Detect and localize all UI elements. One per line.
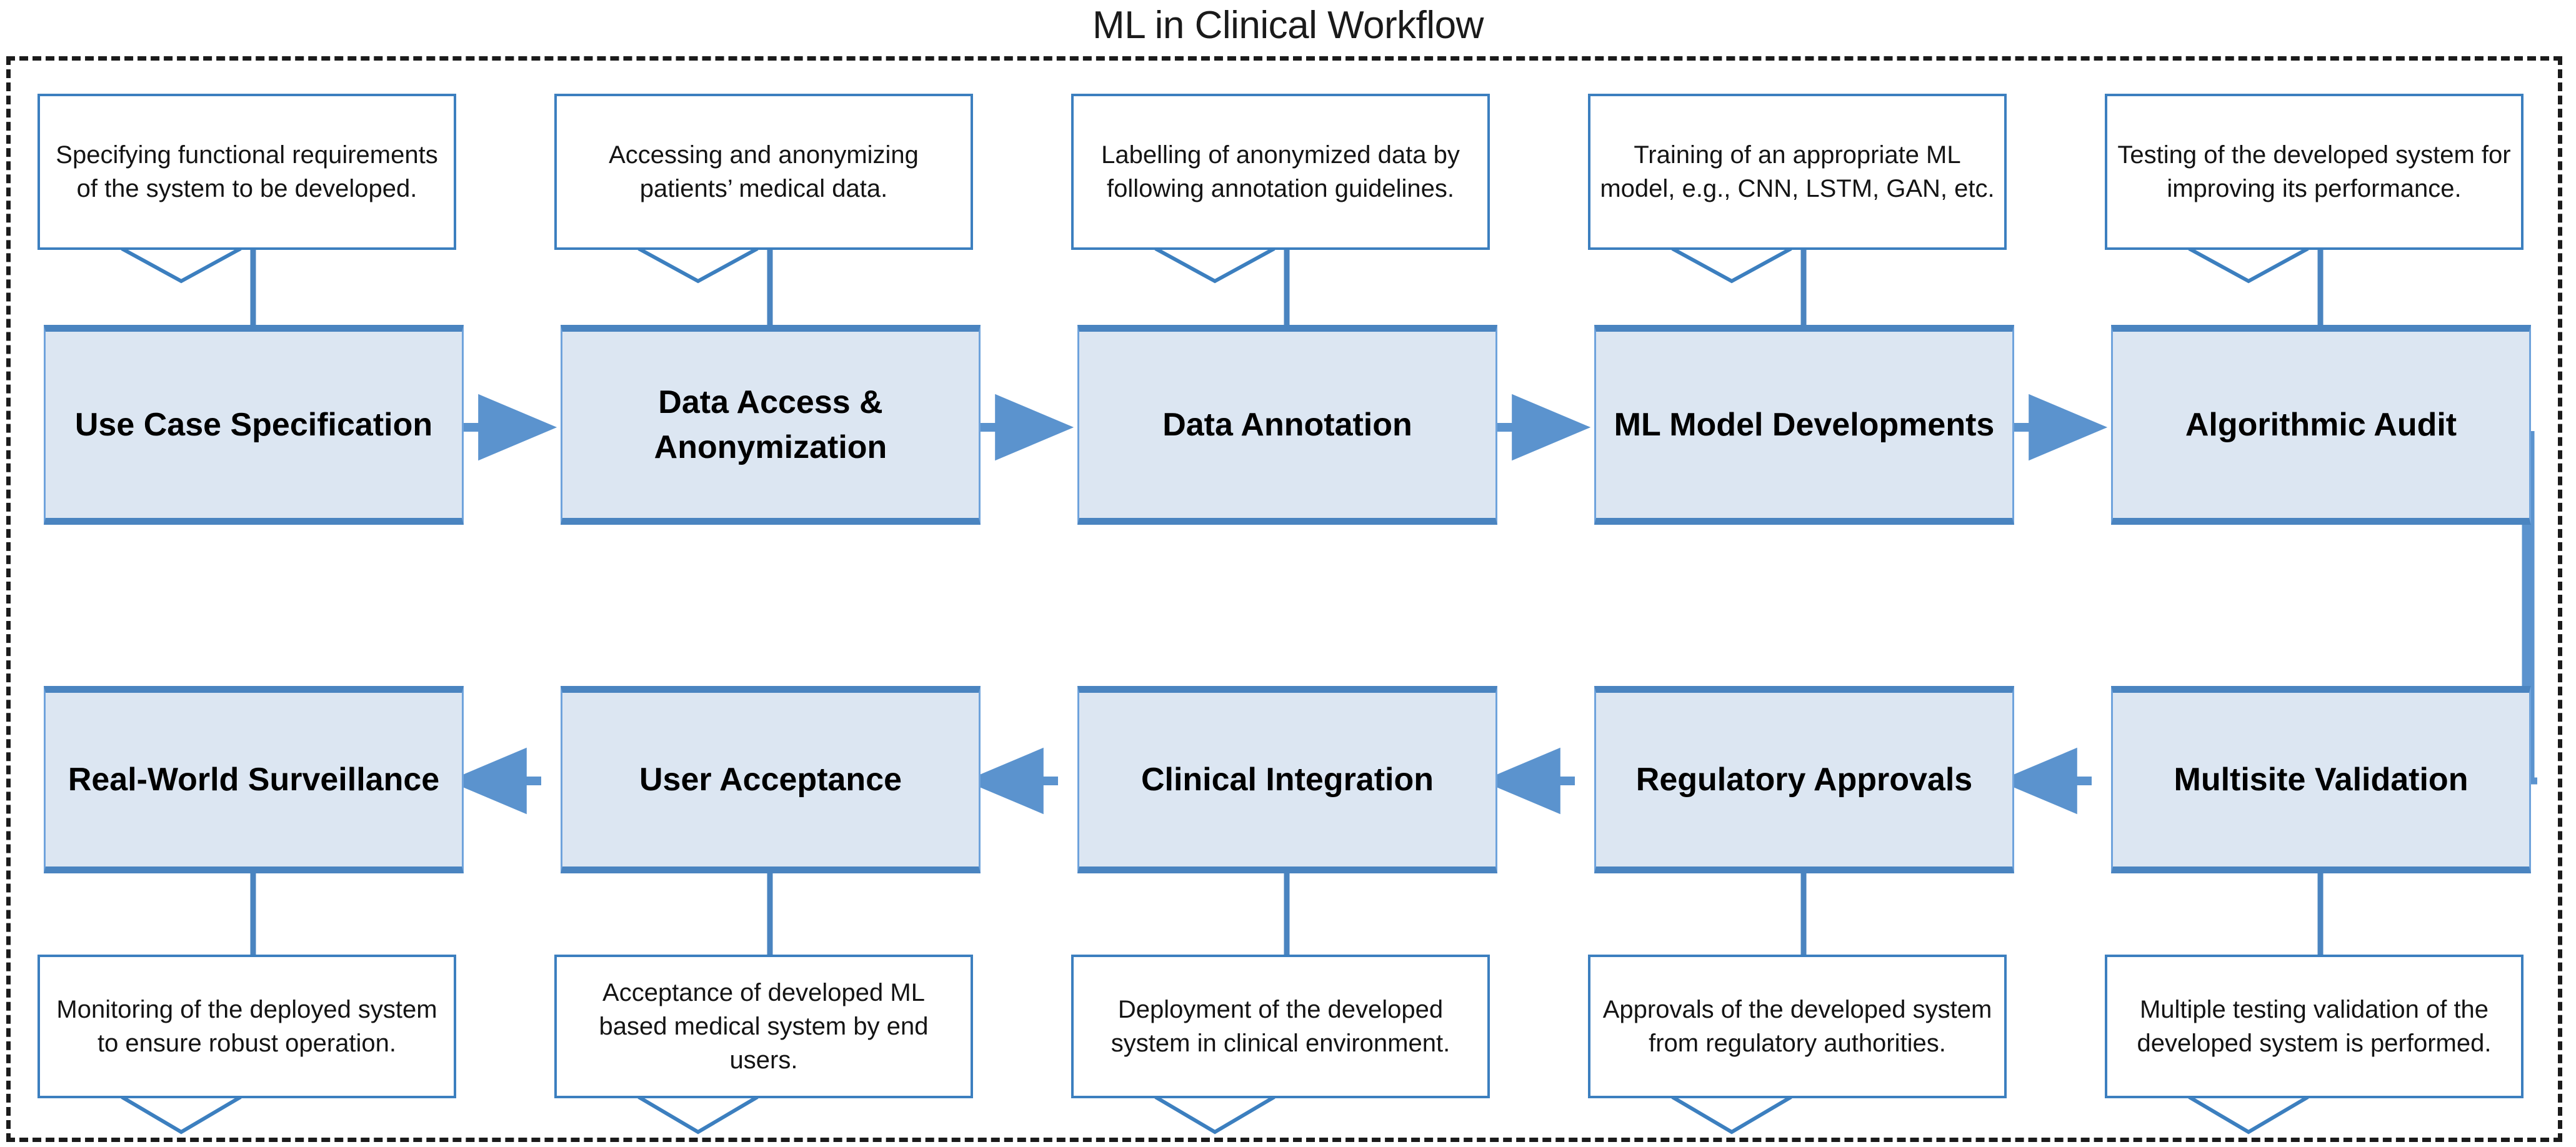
process-label: Clinical Integration <box>1141 762 1434 798</box>
box-algorithmic-audit[interactable]: Algorithmic Audit <box>2111 325 2531 525</box>
box-data-access-anonymization[interactable]: Data Access & Anonymization <box>561 325 981 525</box>
callout-multisite-validation: Multiple testing validation of the devel… <box>2105 955 2524 1098</box>
callout-text: Specifying functional requirements of th… <box>56 141 438 202</box>
callout-ml-model-developments: Training of an appropriate ML model, e.g… <box>1588 94 2007 250</box>
callout-text: Accessing and anonymizing patients’ medi… <box>609 141 919 202</box>
callout-text: Monitoring of the deployed system to ens… <box>56 996 437 1057</box>
callout-text: Labelling of anonymized data by followin… <box>1101 141 1460 202</box>
process-label: Use Case Specification <box>74 407 433 443</box>
process-label: ML Model Developments <box>1614 407 1995 443</box>
callout-data-access-anonymization: Accessing and anonymizing patients’ medi… <box>554 94 973 250</box>
callout-algorithmic-audit: Testing of the developed system for impr… <box>2105 94 2524 250</box>
callout-text: Acceptance of developed ML based medical… <box>599 979 929 1074</box>
page-title: ML in Clinical Workflow <box>1092 4 1484 47</box>
box-clinical-integration[interactable]: Clinical Integration <box>1077 686 1497 873</box>
callout-use-case-specification: Specifying functional requirements of th… <box>37 94 456 250</box>
callout-regulatory-approvals: Approvals of the developed system from r… <box>1588 955 2007 1098</box>
process-label: Algorithmic Audit <box>2185 407 2457 443</box>
process-label: Multisite Validation <box>2174 762 2469 798</box>
process-label: Data Access & Anonymization <box>654 384 887 465</box>
callout-text: Training of an appropriate ML model, e.g… <box>1600 141 1995 202</box>
process-label: Real-World Surveillance <box>67 762 440 798</box>
callout-text: Testing of the developed system for impr… <box>2117 141 2511 202</box>
process-label: Data Annotation <box>1162 407 1412 443</box>
box-multisite-validation[interactable]: Multisite Validation <box>2111 686 2531 873</box>
callout-user-acceptance: Acceptance of developed ML based medical… <box>554 955 973 1098</box>
callout-real-world-surveillance: Monitoring of the deployed system to ens… <box>37 955 456 1098</box>
box-regulatory-approvals[interactable]: Regulatory Approvals <box>1594 686 2014 873</box>
process-label: User Acceptance <box>639 762 902 798</box>
callout-text: Approvals of the developed system from r… <box>1602 996 1992 1057</box>
box-real-world-surveillance[interactable]: Real-World Surveillance <box>44 686 464 873</box>
callout-clinical-integration: Deployment of the developed system in cl… <box>1071 955 1490 1098</box>
diagram-frame <box>6 56 2562 1142</box>
callout-data-annotation: Labelling of anonymized data by followin… <box>1071 94 1490 250</box>
process-label: Regulatory Approvals <box>1635 762 1973 798</box>
box-data-annotation[interactable]: Data Annotation <box>1077 325 1497 525</box>
box-ml-model-developments[interactable]: ML Model Developments <box>1594 325 2014 525</box>
callout-text: Deployment of the developed system in cl… <box>1111 996 1450 1057</box>
box-use-case-specification[interactable]: Use Case Specification <box>44 325 464 525</box>
callout-text: Multiple testing validation of the devel… <box>2137 996 2492 1057</box>
box-user-acceptance[interactable]: User Acceptance <box>561 686 981 873</box>
